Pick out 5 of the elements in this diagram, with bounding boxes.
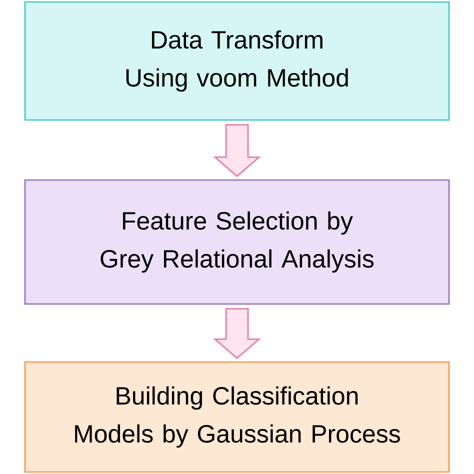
process-box: Data Transform Using voom Method: [24, 1, 450, 121]
process-box: Feature Selection by Grey Relational Analysis: [24, 179, 450, 305]
block-arrow: [213, 308, 261, 360]
process-box: Building Classification Models by Gaussian Process: [24, 361, 450, 473]
block-arrow: [213, 124, 261, 178]
